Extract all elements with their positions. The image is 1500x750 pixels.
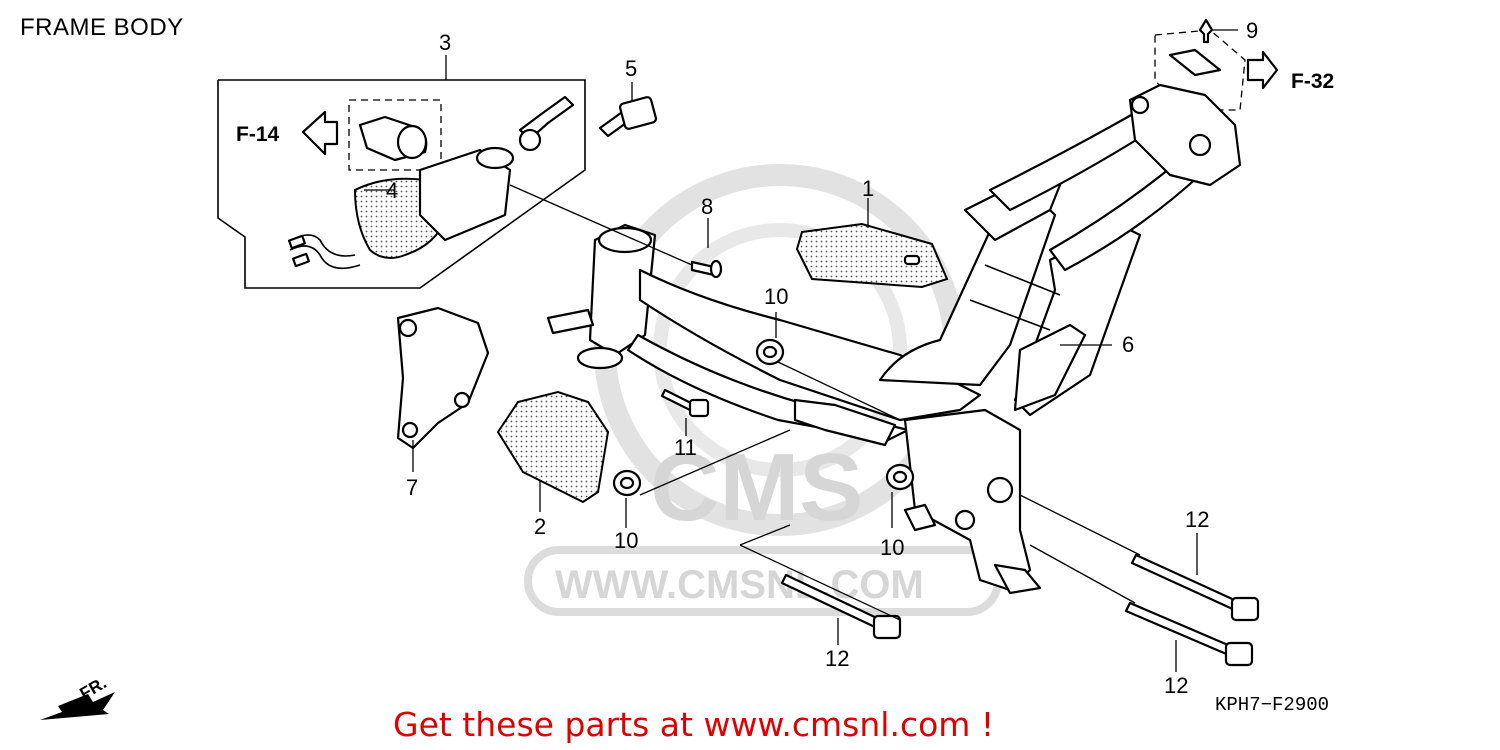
ignition-switch-group-box	[217, 55, 586, 289]
front-direction-arrow-icon: FR.	[40, 673, 115, 720]
footer-promo-link[interactable]: Get these parts at www.cmsnl.com !	[393, 705, 994, 744]
callout-numbers: 1 2 3 4 5 6 7 8 9 10 10 10 11 12 12 12	[386, 18, 1258, 698]
callout-12-right-upper: 12	[1185, 507, 1209, 532]
callout-7: 7	[406, 475, 418, 500]
lower-cover-part	[496, 390, 610, 504]
callout-3: 3	[439, 30, 451, 55]
bolt-12-right-upper	[1130, 553, 1260, 622]
callout-10-upper: 10	[764, 284, 788, 309]
rubber-10-right	[885, 463, 915, 491]
callout-6: 6	[1122, 332, 1134, 357]
page-title: FRAME BODY	[20, 14, 184, 41]
diagram-code: KPH7−F2900	[1215, 694, 1329, 716]
callout-9: 9	[1246, 18, 1258, 43]
watermark-logo-text: CMS	[650, 434, 863, 541]
watermark-url-text: WWW.CMSNL.COM	[555, 563, 924, 607]
callout-1: 1	[862, 176, 874, 201]
bolt-12-lower-left	[780, 573, 902, 640]
callout-5: 5	[625, 56, 637, 81]
callout-8: 8	[701, 194, 713, 219]
callout-10-left: 10	[614, 528, 638, 553]
callout-2: 2	[534, 514, 546, 539]
callout-12-right-lower: 12	[1164, 673, 1188, 698]
callout-10-right: 10	[880, 535, 904, 560]
clip-and-plate-part	[1154, 18, 1279, 111]
reference-left: F-14	[236, 123, 280, 146]
main-frame-part	[546, 83, 1242, 595]
screw-8	[690, 259, 723, 279]
callout-12-lower-left: 12	[825, 646, 849, 671]
reference-right: F-32	[1291, 70, 1334, 93]
callout-4: 4	[386, 178, 398, 203]
frame-cover-part	[795, 222, 949, 289]
bolt-12-right-lower	[1124, 601, 1254, 667]
rubber-10-upper	[755, 338, 785, 366]
bolt-11	[660, 388, 710, 418]
rubber-10-left	[612, 469, 642, 497]
callout-11: 11	[674, 435, 697, 460]
bracket-part	[396, 306, 490, 450]
leader-lines	[364, 29, 1238, 672]
key-blank-part	[598, 96, 658, 138]
